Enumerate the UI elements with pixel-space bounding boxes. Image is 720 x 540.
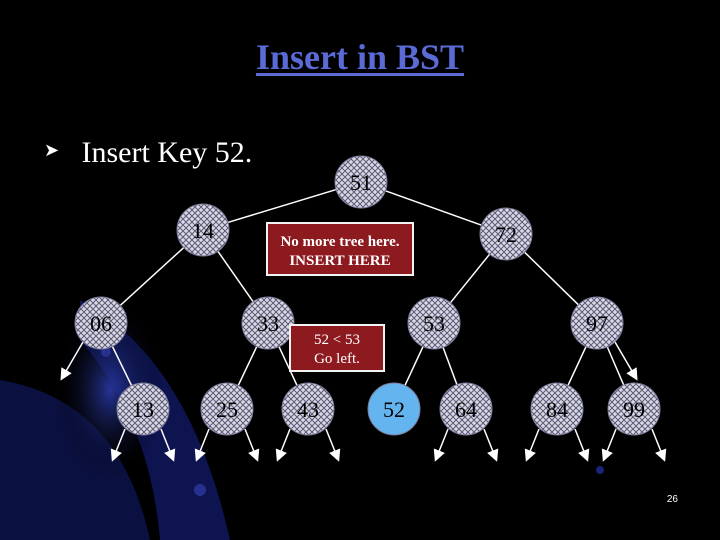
tree-nodes: 51 14 72 06 33 53 97 13 25 43 52 64 84 99 [74,155,661,436]
null-arrow-right-99 [651,428,667,462]
tree-node-label-84: 84 [546,397,568,422]
bullet-text: Insert Key 52. [81,136,253,169]
tree-edge-72-53 [449,253,491,304]
null-pointer-arrows [60,341,667,462]
tree-node-circle-53 [407,296,461,350]
tree-edges [111,188,625,386]
arrow-bullet-icon: ➤ [44,140,60,160]
tree-edge-51-72 [385,190,482,226]
tree-node-label-43: 43 [297,397,319,422]
tree-edge-06-13 [111,346,133,386]
tree-node-label-14: 14 [192,218,214,243]
tree-edge-14-33 [217,250,254,303]
tree-node-circle-97 [570,296,624,350]
null-arrow-left-06 [60,341,84,381]
null-arrow-right-64 [483,428,499,462]
tree-node-99: 99 [607,382,661,436]
compare-callout-line2: Go left. [314,351,360,367]
null-arrow-left-84 [524,428,540,462]
tree-node-circle-06 [74,296,128,350]
tree-node-72: 72 [479,207,533,261]
tree-edge-33-25 [237,346,258,386]
tree-node-06: 06 [74,296,128,350]
compare-callout-line1: 52 < 53 [314,332,360,348]
tree-node-circle-25 [200,382,254,436]
tree-node-circle-14 [176,203,230,257]
tree-node-circle-51 [334,155,388,209]
tree-node-circle-84 [530,382,584,436]
tree-node-13: 13 [116,382,170,436]
tree-edge-53-64 [442,347,458,385]
tree-node-64: 64 [439,382,493,436]
tree-node-circle-52 [367,382,421,436]
tree-node-circle-43 [281,382,335,436]
tree-node-53: 53 [407,296,461,350]
tree-node-label-64: 64 [455,397,477,422]
tree-node-label-25: 25 [216,397,238,422]
insert-here-callout: No more tree here. INSERT HERE [266,222,414,276]
tree-edge-33-43 [278,346,298,386]
tree-node-circle-99 [607,382,661,436]
tree-edge-53-52 [404,346,424,386]
null-arrow-right-84 [574,428,590,462]
null-arrow-left-43 [275,428,291,462]
tree-node-97: 97 [570,296,624,350]
tree-node-circle-64 [439,382,493,436]
tree-edge-72-97 [524,251,579,306]
tree-edge-97-99 [606,346,625,386]
null-arrow-left-99 [601,428,617,462]
tree-node-label-52: 52 [383,397,405,422]
compare-callout: 52 < 53 Go left. [289,324,385,372]
tree-node-label-33: 33 [257,311,279,336]
tree-node-14: 14 [176,203,230,257]
tree-node-circle-33 [241,296,295,350]
null-arrow-left-64 [433,428,449,462]
bullet-item: ➤ Insert Key 52. [44,136,252,170]
tree-node-label-99: 99 [623,397,645,422]
null-arrow-right-43 [325,428,341,462]
tree-node-label-06: 06 [90,311,112,336]
slide-title: Insert in BST [255,37,465,77]
null-arrow-right-97 [614,341,638,381]
tree-node-circle-13 [116,382,170,436]
tree-node-43: 43 [281,382,335,436]
tree-node-label-97: 97 [586,311,608,336]
tree-node-label-53: 53 [423,311,445,336]
tree-node-84: 84 [530,382,584,436]
insert-here-callout-text: No more tree here. INSERT HERE [280,234,400,269]
tree-node-label-72: 72 [495,222,517,247]
tree-node-51: 51 [334,155,388,209]
tree-edge-97-84 [567,346,587,386]
tree-node-25: 25 [200,382,254,436]
tree-node-33: 33 [241,296,295,350]
tree-node-label-51: 51 [350,170,372,195]
null-arrow-right-25 [244,428,260,462]
null-arrow-left-25 [194,428,210,462]
tree-edge-14-06 [119,246,185,307]
page-number: 26 [666,494,678,505]
tree-node-52: 52 [367,382,421,436]
tree-node-label-13: 13 [132,397,154,422]
null-arrow-right-13 [160,428,176,462]
tree-node-circle-72 [479,207,533,261]
null-arrow-left-13 [110,428,126,462]
tree-edge-51-14 [227,188,337,224]
